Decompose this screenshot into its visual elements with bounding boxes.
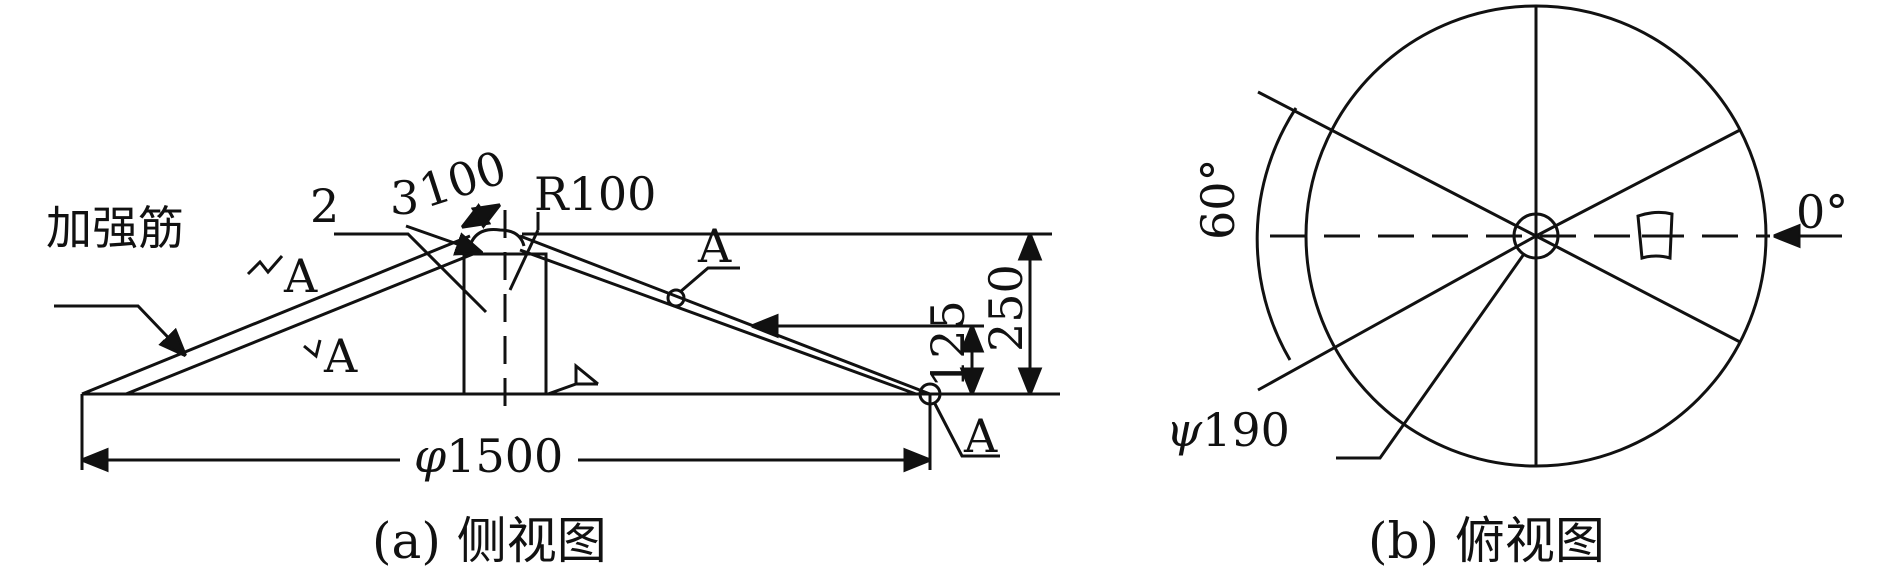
weld-leader-base — [932, 401, 1000, 458]
r100-leader — [508, 229, 540, 291]
hole-leader — [1336, 253, 1526, 460]
section-a-2: A — [323, 329, 358, 383]
rib-leader — [54, 304, 184, 354]
weld-mark-1 — [246, 255, 284, 276]
zero-angle-label: 0° — [1796, 185, 1848, 239]
radial-line-lower-right — [1535, 234, 1741, 344]
part-2-label: 2 — [310, 179, 339, 233]
angle-60-label: 60° — [1191, 158, 1245, 240]
left-rib-inner — [125, 250, 479, 396]
rib-section-symbol — [1636, 210, 1674, 260]
height-250-label: 250 — [979, 264, 1033, 352]
height-125-label: 125 — [921, 300, 975, 388]
side-view — [54, 206, 1060, 470]
part2-leader — [334, 232, 488, 314]
left-rib-outer — [81, 234, 471, 396]
weld-triangle-shape — [574, 362, 599, 386]
side-view-caption: (a) 侧视图 — [372, 512, 607, 570]
weld-circle-rib — [666, 288, 686, 308]
radial-line-upper-left — [1257, 90, 1537, 238]
rib-label: 加强筋 — [46, 201, 184, 255]
top-view — [1255, 4, 1842, 468]
r100-label: R100 — [534, 167, 656, 221]
hole-diameter-label: ψ190 — [1166, 403, 1290, 457]
weld-mark-2 — [303, 339, 322, 359]
dim-3-label: 3 — [390, 171, 419, 225]
weld-circle-base — [918, 382, 942, 406]
radial-line-upper-right — [1535, 128, 1741, 238]
section-a-3: A — [697, 219, 732, 273]
right-rib-inner — [519, 248, 917, 396]
dim100-arrow — [464, 206, 498, 226]
section-a-4: A — [963, 409, 998, 463]
section-a-1: A — [283, 249, 318, 303]
dim3-leader — [405, 224, 480, 252]
diameter-label: φ1500 — [414, 429, 563, 483]
angle-arc — [1255, 107, 1298, 361]
top-view-caption: (b) 俯视图 — [1368, 512, 1605, 570]
weld-leader-rib — [679, 266, 740, 294]
right-rib-outer — [519, 234, 931, 396]
radial-line-lower-left — [1257, 234, 1537, 392]
